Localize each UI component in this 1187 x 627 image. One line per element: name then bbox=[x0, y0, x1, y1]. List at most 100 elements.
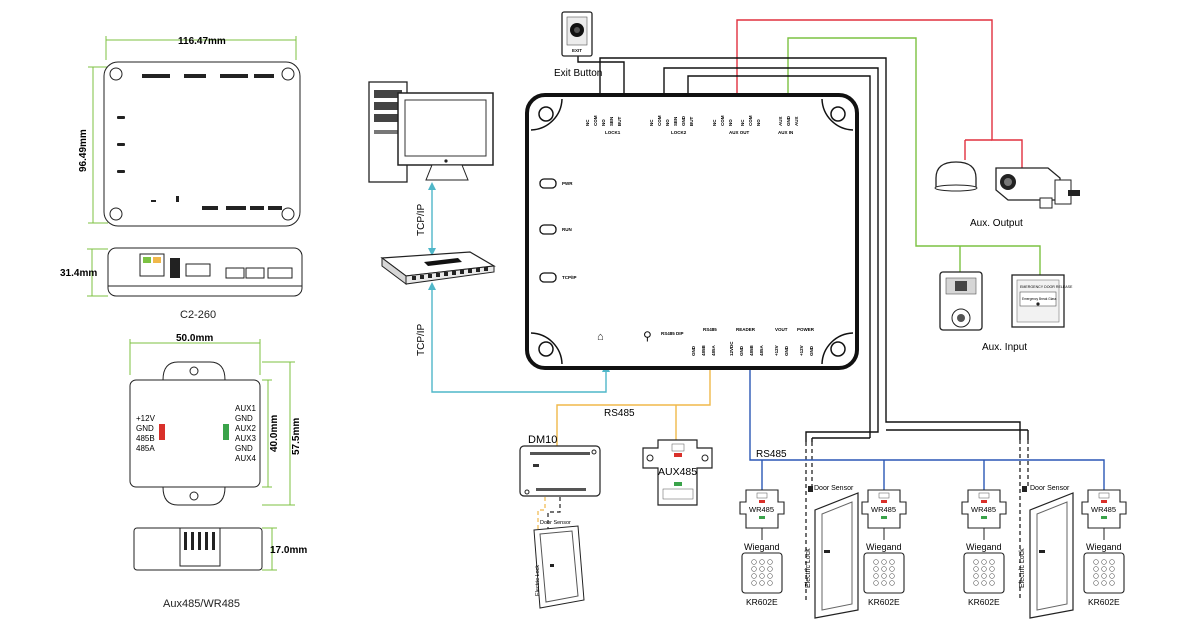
cctv-camera-icon bbox=[995, 167, 1080, 209]
aux485-label: AUX485 bbox=[658, 466, 697, 478]
exit-button-wire bbox=[577, 55, 625, 95]
siren-icon bbox=[935, 161, 977, 189]
exit-button-label: Exit Button bbox=[554, 68, 602, 79]
wiegand-label: Wiegand bbox=[866, 542, 902, 552]
aux-output-label: Aux. Output bbox=[970, 218, 1023, 229]
terminal-group-labels: LOCK1 LOCK2 AUX OUT AUX IN bbox=[605, 130, 793, 135]
aux-pin-label: GND bbox=[136, 424, 154, 433]
exit-icon-text: EXIT bbox=[572, 48, 582, 53]
door-1: Door Sensor Electric Lock bbox=[805, 485, 859, 619]
controller-leds: PWR RUN TCP/IP bbox=[539, 178, 577, 283]
aux-output-red-wire bbox=[736, 19, 1023, 168]
aux-height-label: 57.5mm bbox=[291, 418, 302, 455]
top-terminal-label: COM bbox=[657, 115, 662, 126]
bottom-terminal-label: GND bbox=[739, 345, 744, 356]
pir-sensor-icon bbox=[939, 271, 983, 331]
mounting-holes bbox=[530, 98, 854, 365]
top-terminal-label: GND bbox=[681, 115, 686, 126]
aux-pin-label: 485B bbox=[136, 434, 155, 443]
wr485-green-led bbox=[759, 516, 765, 519]
c2-side-view: 31.4mm C2-260 bbox=[60, 247, 303, 321]
wr485-module bbox=[739, 489, 785, 529]
wr485-red-led bbox=[981, 500, 987, 503]
rs485-label-upper: RS485 bbox=[604, 408, 635, 419]
wr485-label: WR485 bbox=[971, 505, 996, 514]
aux-pin-label: AUX1 bbox=[235, 404, 256, 413]
rs485-orange-wire bbox=[556, 362, 711, 446]
dm10-electric-lock-label: Electric Lock bbox=[535, 565, 541, 596]
top-terminal-label: AUX bbox=[794, 116, 799, 126]
aux-pin-label: +12V bbox=[136, 414, 156, 423]
kr602e-keypad-icon bbox=[741, 552, 783, 594]
tcpip-link-bottom bbox=[431, 286, 607, 393]
top-terminal-label: NO bbox=[601, 119, 606, 126]
c2-height-label: 96.49mm bbox=[78, 129, 89, 172]
aux485-side-view: 17.0mm Aux485/WR485 bbox=[133, 527, 307, 610]
door2-sensor-label: Door Sensor bbox=[1030, 485, 1070, 492]
top-terminal-label: BUT bbox=[617, 117, 622, 126]
top-terminal-label: NC bbox=[712, 119, 717, 126]
wr485-red-led bbox=[759, 500, 765, 503]
network-port-icon: ⌂ bbox=[597, 331, 604, 343]
reader-units: WR485WiegandKR602EWR485WiegandKR602EWR48… bbox=[739, 489, 1127, 607]
aux-inner-height-label: 40.0mm bbox=[269, 415, 280, 452]
wiegand-label: Wiegand bbox=[966, 542, 1002, 552]
aux-width-label: 50.0mm bbox=[176, 333, 213, 344]
wr485-module bbox=[861, 489, 907, 529]
bottom-label-rs485-dip: RS485 DIP bbox=[661, 331, 684, 336]
top-terminal-label: BUT bbox=[689, 117, 694, 126]
top-terminal-label: NC bbox=[740, 119, 745, 126]
kr602e-label: KR602E bbox=[746, 597, 778, 607]
led-label-run: RUN bbox=[562, 227, 572, 232]
led-label-tcpip: TCP/IP bbox=[562, 275, 577, 280]
aux-pin-label: GND bbox=[235, 414, 253, 423]
bottom-label-rs485: RS485 bbox=[703, 327, 717, 332]
wr485-green-led bbox=[1101, 516, 1107, 519]
emergency-sub-label: Emergency Break Glass bbox=[1022, 297, 1057, 301]
wiegand-label: Wiegand bbox=[744, 542, 780, 552]
wr485-green-led bbox=[881, 516, 887, 519]
wr485-red-led bbox=[881, 500, 887, 503]
dm10-label: DM10 bbox=[528, 434, 557, 446]
bottom-terminal-label: +12V bbox=[774, 345, 779, 356]
group-label-aux-in: AUX IN bbox=[778, 130, 793, 135]
top-terminal-label: AUX bbox=[778, 116, 783, 126]
top-terminal-label: COM bbox=[748, 115, 753, 126]
c2-depth-label: 31.4mm bbox=[60, 268, 97, 279]
rs485-label-reader-bus: RS485 bbox=[756, 449, 787, 460]
top-terminal-label: GND bbox=[786, 115, 791, 126]
group-label-lock1: LOCK1 bbox=[605, 130, 621, 135]
aux-input-green-wire bbox=[787, 37, 1041, 275]
wr485-module bbox=[1081, 489, 1127, 529]
bottom-terminal-label: 485A bbox=[711, 344, 716, 356]
aux485-dimension-drawing: 50.0mm +12V GND 485B 485A AUX1 GND AUX2 … bbox=[129, 333, 302, 506]
c2-model-caption: C2-260 bbox=[180, 309, 216, 321]
bottom-terminal-label: 485B bbox=[749, 344, 754, 356]
kr602e-keypad-icon bbox=[1083, 552, 1125, 594]
aux-depth-label: 17.0mm bbox=[270, 545, 307, 556]
dip-switch-icon: ⚲ bbox=[643, 329, 652, 343]
wiegand-label: Wiegand bbox=[1086, 542, 1122, 552]
bottom-label-power: POWER bbox=[797, 327, 815, 332]
wr485-label: WR485 bbox=[871, 505, 896, 514]
top-terminal-label: SEN bbox=[609, 117, 614, 126]
bottom-terminal-label: 485A bbox=[759, 344, 764, 356]
bottom-terminal-label: GND bbox=[784, 345, 789, 356]
dm10-door-sensor-label: Door Sensor bbox=[540, 520, 571, 526]
bottom-terminal-label: 12VDC bbox=[729, 341, 734, 356]
aux-pin-label: AUX3 bbox=[235, 434, 256, 443]
exit-button-device: EXIT Exit Button bbox=[554, 11, 602, 79]
c2-width-label: 116.47mm bbox=[178, 36, 226, 47]
aux-pin-label: AUX2 bbox=[235, 424, 256, 433]
aux-right-pin-labels: AUX1 GND AUX2 AUX3 GND AUX4 bbox=[235, 404, 256, 463]
tcpip-label-upper: TCP/IP bbox=[416, 203, 427, 236]
top-terminal-label: COM bbox=[593, 115, 598, 126]
door-2: Door Sensor Electric Lock bbox=[1019, 485, 1074, 619]
